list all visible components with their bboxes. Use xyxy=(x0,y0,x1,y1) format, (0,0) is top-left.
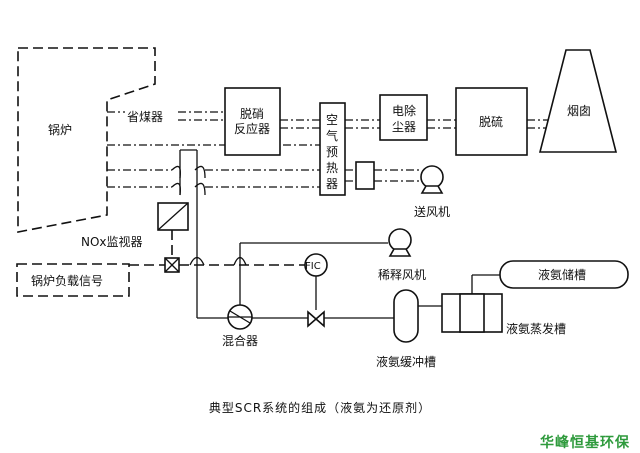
air-preheater-char-5: 器 xyxy=(326,177,338,191)
ammonia-evaporator-label: 液氨蒸发槽 xyxy=(506,321,566,336)
ammonia-buffer-tank xyxy=(393,289,419,343)
dilution-fan-base xyxy=(388,248,412,257)
boiler-label: 锅炉 xyxy=(48,122,72,137)
ammonia-storage-label: 液氨储槽 xyxy=(538,267,586,282)
esp-label-2: 尘器 xyxy=(392,120,416,134)
esp-label-1: 电除 xyxy=(392,103,416,118)
air-preheater-char-2: 气 xyxy=(326,128,338,143)
jump-arc-3 xyxy=(171,182,181,196)
nox-monitor-diagonal xyxy=(157,202,189,231)
fd-fan-base xyxy=(420,185,444,194)
air-preheater-char-3: 预 xyxy=(326,145,338,159)
air-preheater-char-4: 热 xyxy=(326,161,338,175)
scr-reactor-label-1: 脱硝 xyxy=(240,106,264,121)
control-block-x2 xyxy=(164,257,180,273)
mixer-label: 混合器 xyxy=(222,333,258,348)
jump-arc-5 xyxy=(189,256,205,266)
fgd-box xyxy=(455,87,528,156)
scr-reactor-label-2: 反应器 xyxy=(234,121,270,136)
fd-fan-label: 送风机 xyxy=(414,204,450,219)
control-valve xyxy=(307,310,325,328)
ammonia-evaporator-inner xyxy=(459,293,485,333)
heater-box xyxy=(355,161,375,190)
jump-arc-1 xyxy=(171,165,181,179)
boiler-load-signal-box xyxy=(16,263,130,297)
economizer-label: 省煤器 xyxy=(127,110,163,124)
nox-monitor-label: NOx监视器 xyxy=(81,234,143,249)
esp-box xyxy=(379,94,428,141)
diagram-caption: 典型SCR系统的组成（液氨为还原剂） xyxy=(208,401,432,415)
mixer-inner-2 xyxy=(229,310,251,324)
scr-reactor-box xyxy=(224,87,281,156)
chimney-label: 烟囱 xyxy=(567,104,591,118)
ammonia-buffer-label: 液氨缓冲槽 xyxy=(376,354,436,369)
fd-fan-circle xyxy=(420,165,444,189)
boiler-outline xyxy=(17,47,156,233)
dilution-fan-label: 稀释风机 xyxy=(378,268,426,282)
fic-label: FIC xyxy=(305,261,321,272)
air-preheater-box xyxy=(319,102,346,196)
boiler-load-signal-label: 锅炉负载信号 xyxy=(31,273,103,288)
fgd-label: 脱硫 xyxy=(479,114,503,129)
chimney-shape xyxy=(538,49,618,153)
air-preheater-char-1: 空 xyxy=(326,113,338,127)
dilution-fan-circle xyxy=(388,228,412,252)
brand-watermark: 华峰恒基环保 xyxy=(540,435,630,451)
